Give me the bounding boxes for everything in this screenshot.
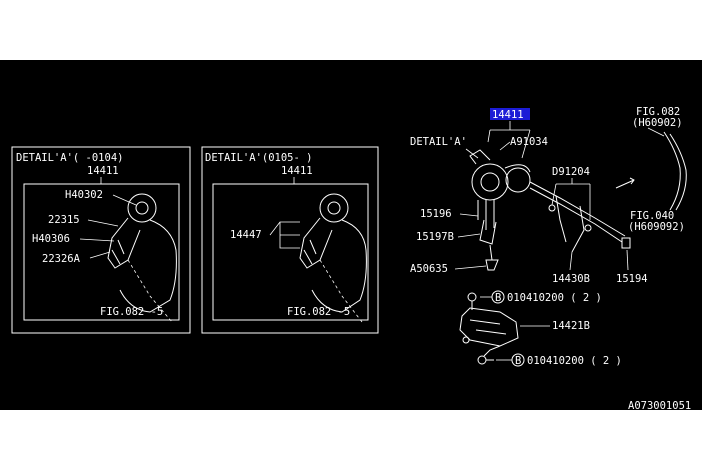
label-22315: 22315 [48,214,80,226]
label-d91204: D91204 [552,166,590,178]
label-15197b: 15197B [416,231,454,243]
fig-top-sub: (H60902) [632,117,683,129]
label-15194: 15194 [616,273,648,285]
detail-left-ref: FIG.082 -5 [100,306,163,318]
detail-box-mid: DETAIL'A'(0105- ) 14411 14447 FIG.082 -5 [201,146,379,334]
bolt2-circle-letter: B [515,355,521,367]
label-a50635: A50635 [410,263,448,275]
detail-mid-title: DETAIL'A'(0105- ) [205,152,312,164]
bolt1-part: 010410200 ( 2 ) [507,292,602,304]
detail-mid-ref: FIG.082 -5 [287,306,350,318]
detail-mid-part: 14411 [281,165,313,177]
highlighted-part-number: 14411 [492,109,524,121]
exploded-parts-diagram: DETAIL'A'( -0104) 14411 H40302 22315 H40… [11,106,691,412]
label-14421b: 14421B [552,320,590,332]
label-14430b: 14430B [552,273,590,285]
part-highlight [490,108,530,120]
detail-left-part: 14411 [87,165,119,177]
detail-left-title: DETAIL'A'( -0104) [16,152,123,164]
label-h40306: H40306 [32,233,70,245]
label-14447: 14447 [230,229,262,241]
main-assembly: 14411 DETAIL'A' A91034 15196 15197B A506… [410,106,687,367]
bolt1-circle-letter: B [495,292,501,304]
parts-diagram-canvas: DETAIL'A'( -0104) 14411 H40302 22315 H40… [0,60,702,412]
catalog-code: A073001051 [628,400,691,410]
label-22326a: 22326A [42,253,81,265]
detail-box-left: DETAIL'A'( -0104) 14411 H40302 22315 H40… [11,146,191,334]
fig-right-ref: FIG.040 [630,210,674,222]
bolt2-part: 010410200 ( 2 ) [527,355,622,367]
label-15196: 15196 [420,208,452,220]
fig-top-ref: FIG.082 [636,106,680,118]
label-h40302: H40302 [65,189,103,201]
main-detail-label: DETAIL'A' [410,136,467,148]
fig-right-sub: (H609092) [628,221,685,233]
label-a91034: A91034 [510,136,548,148]
